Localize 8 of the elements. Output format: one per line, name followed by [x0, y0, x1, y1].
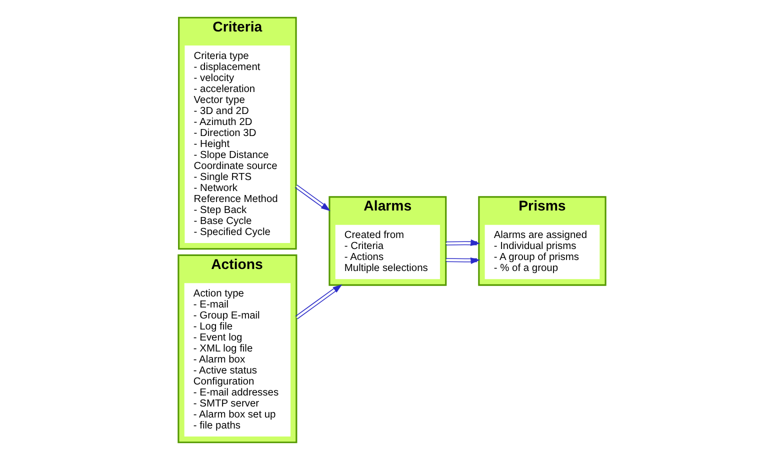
arrow [294, 284, 342, 320]
node-box: Action type - E-mail - Group E-mail - Log file - Event log - XML log file - Alarm box - Active status Configuration - E-mail addresses - SMTP server - Alarm box set up - file paths [184, 283, 290, 436]
node-box: Created from - Criteria - Actions Multiple selections [334, 224, 440, 280]
node-box: Alarms are assigned - Individual prisms - A group of prisms - % of a group [484, 224, 600, 280]
node-box: Criteria type - displacement - velocity - acceleration Vector type - 3D and 2D - Azimuth 2D - Direction 3D - Height - Slope Distance Coordinate source - Single RTS - Network Reference Method - Step Back - Base Cycle - Specified Cycle [184, 46, 290, 243]
arrow [444, 239, 480, 246]
arrow [294, 184, 330, 212]
arrow [444, 257, 480, 264]
